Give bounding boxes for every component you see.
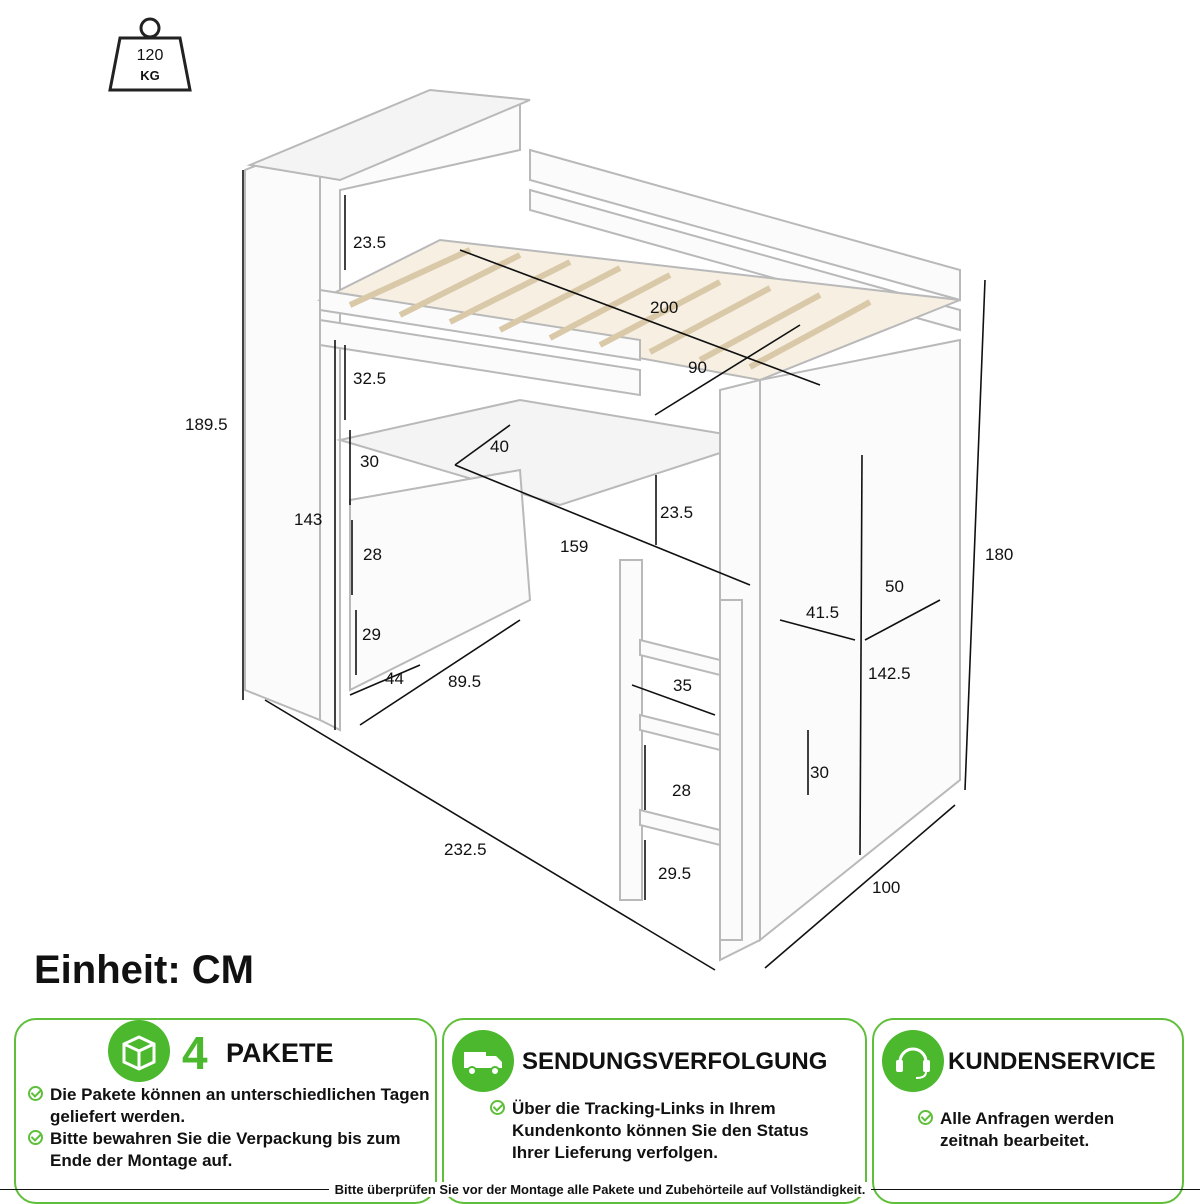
dim-ladder-bottom: 29.5 [658, 864, 691, 883]
packages-bullets: Die Pakete können an unterschiedlichen T… [28, 1084, 433, 1172]
packages-bullet-2: Bitte bewahren Sie die Verpackung bis zu… [28, 1128, 433, 1172]
loft-bed-outline [244, 88, 961, 962]
headset-icon [882, 1030, 944, 1092]
dim-cabinet-shelf: 30 [810, 763, 829, 782]
check-icon [490, 1100, 505, 1115]
dim-total-height-left: 189.5 [185, 415, 228, 434]
dim-shelf-5: 29 [362, 625, 381, 644]
dim-bed-width: 90 [688, 358, 707, 377]
tracking-bullets: Über die Tracking-Links in Ihrem Kundenk… [490, 1098, 820, 1164]
customer-service-card: KUNDENSERVICE Alle Anfragen werden zeitn… [872, 1018, 1184, 1204]
dim-total-depth: 100 [872, 878, 900, 897]
weight-value: 120 [137, 47, 164, 64]
customer-service-bullet-1: Alle Anfragen werden zeitnah bearbeitet. [918, 1108, 1158, 1152]
dim-total-length: 232.5 [444, 840, 487, 859]
packages-title: PAKETE [226, 1038, 334, 1068]
dim-ladder-width: 35 [673, 676, 692, 695]
dim-leg-height: 143 [294, 510, 322, 529]
packages-count: 4 [182, 1027, 208, 1079]
footer: Bitte überprüfen Sie vor der Montage all… [0, 1181, 1200, 1199]
product-dimension-drawing: 120 KG [108, 17, 1013, 971]
dim-cabinet-width: 41.5 [806, 603, 839, 622]
dim-shelf-3: 30 [360, 452, 379, 471]
tracking-card: SENDUNGSVERFOLGUNG Über die Tracking-Lin… [442, 1018, 867, 1204]
customer-service-title: KUNDENSERVICE [948, 1048, 1156, 1075]
check-icon [28, 1086, 43, 1101]
tracking-title: SENDUNGSVERFOLGUNG [522, 1048, 828, 1075]
dim-desk-length: 159 [560, 537, 588, 556]
customer-service-bullets: Alle Anfragen werden zeitnah bearbeitet. [918, 1108, 1158, 1152]
dim-shelf-top: 23.5 [353, 233, 386, 252]
unit-label: Einheit: CM [34, 948, 254, 992]
tracking-bullet-1: Über die Tracking-Links in Ihrem Kundenk… [490, 1098, 820, 1164]
dim-bed-length: 200 [650, 298, 678, 317]
dimension-lines [242, 170, 986, 971]
weight-icon [108, 17, 192, 92]
dim-desk-gap: 23.5 [660, 503, 693, 522]
footer-note: Bitte überprüfen Sie vor der Montage all… [328, 1182, 872, 1197]
dim-total-height-right: 180 [985, 545, 1013, 564]
packages-bullet-1: Die Pakete können an unterschiedlichen T… [28, 1084, 433, 1128]
dim-shelf-2: 32.5 [353, 369, 386, 388]
dim-ladder-step: 28 [672, 781, 691, 800]
check-icon [918, 1110, 933, 1125]
dim-shelf-4: 28 [363, 545, 382, 564]
package-icon [108, 1020, 170, 1082]
packages-card: 4 PAKETE Die Pakete können an unterschie… [14, 1018, 437, 1204]
dim-cabinet-depth: 50 [885, 577, 904, 596]
check-icon [28, 1130, 43, 1145]
dim-base-89: 89.5 [448, 672, 481, 691]
dim-cabinet-height: 142.5 [868, 664, 911, 683]
dim-base-44: 44 [385, 669, 404, 688]
delivery-truck-icon [452, 1030, 514, 1092]
weight-unit: KG [140, 68, 160, 83]
dim-desk-depth: 40 [490, 437, 509, 456]
